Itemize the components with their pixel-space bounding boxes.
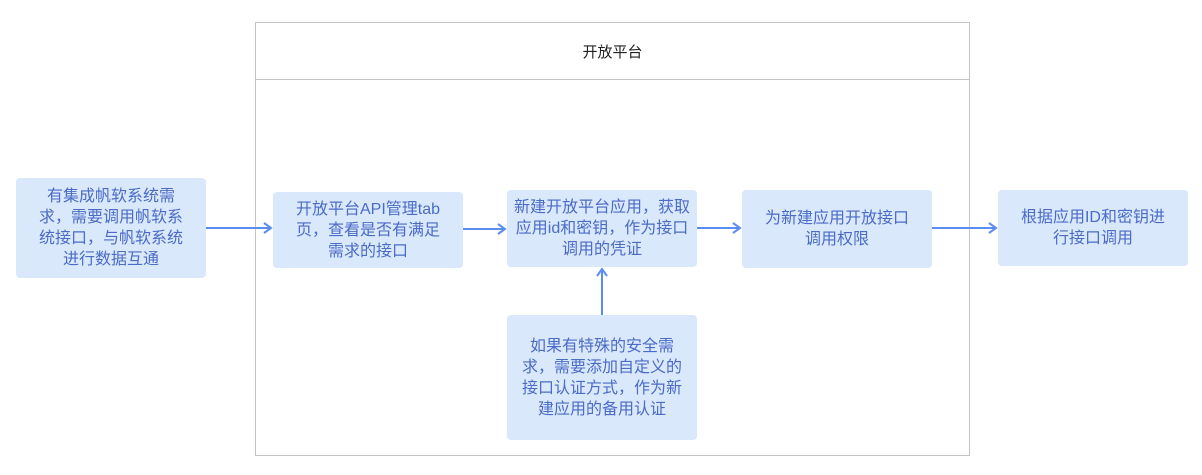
node-start[interactable]: 有集成帆软系统需求，需要调用帆软系统接口，与帆软系统进行数据互通	[16, 178, 206, 278]
node-custom-auth[interactable]: 如果有特殊的安全需求，需要添加自定义的接口认证方式，作为新建应用的备用认证	[507, 315, 697, 440]
open-platform-container: 开放平台	[255, 22, 970, 456]
node-grant-permission[interactable]: 为新建应用开放接口调用权限	[742, 190, 932, 268]
node-call-api[interactable]: 根据应用ID和密钥进行接口调用	[998, 190, 1188, 266]
container-title: 开放平台	[256, 23, 969, 80]
node-check-api[interactable]: 开放平台API管理tab页，查看是否有满足需求的接口	[273, 192, 463, 268]
node-create-app[interactable]: 新建开放平台应用，获取应用id和密钥，作为接口调用的凭证	[507, 190, 697, 267]
